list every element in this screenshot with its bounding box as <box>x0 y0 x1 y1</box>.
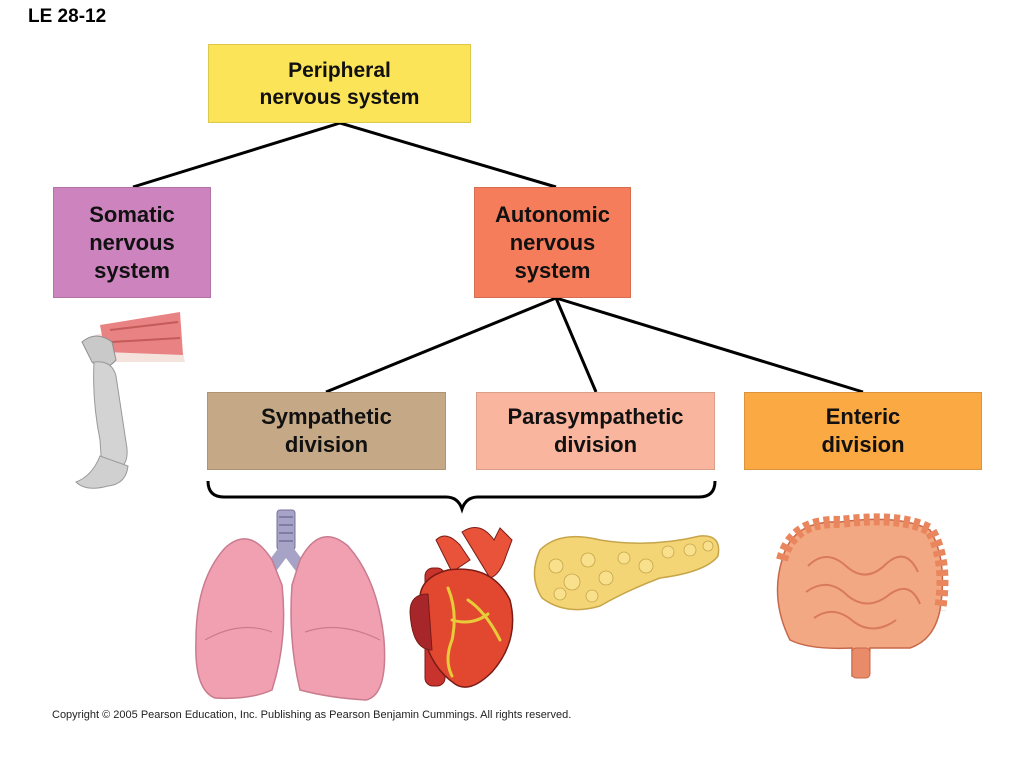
node-enteric-division: Enteric division <box>744 392 982 470</box>
node-somatic-nervous-system: Somatic nervous system <box>53 187 211 298</box>
node-parasympathetic-division: Parasympathetic division <box>476 392 715 470</box>
edge-autonomic-enteric <box>555 296 864 394</box>
copyright-notice: Copyright © 2005 Pearson Education, Inc.… <box>52 709 572 721</box>
node-sympathetic-division: Sympathetic division <box>207 392 446 470</box>
edge-autonomic-parasympathetic <box>554 297 598 393</box>
bracket <box>206 480 717 514</box>
figure-label: LE 28-12 <box>28 6 107 27</box>
node-peripheral-nervous-system: Peripheral nervous system <box>208 44 471 123</box>
edge-pns-somatic <box>132 121 341 189</box>
edge-pns-autonomic <box>339 121 557 189</box>
node-autonomic-nervous-system: Autonomic nervous system <box>474 187 631 298</box>
edge-autonomic-sympathetic <box>325 296 557 394</box>
